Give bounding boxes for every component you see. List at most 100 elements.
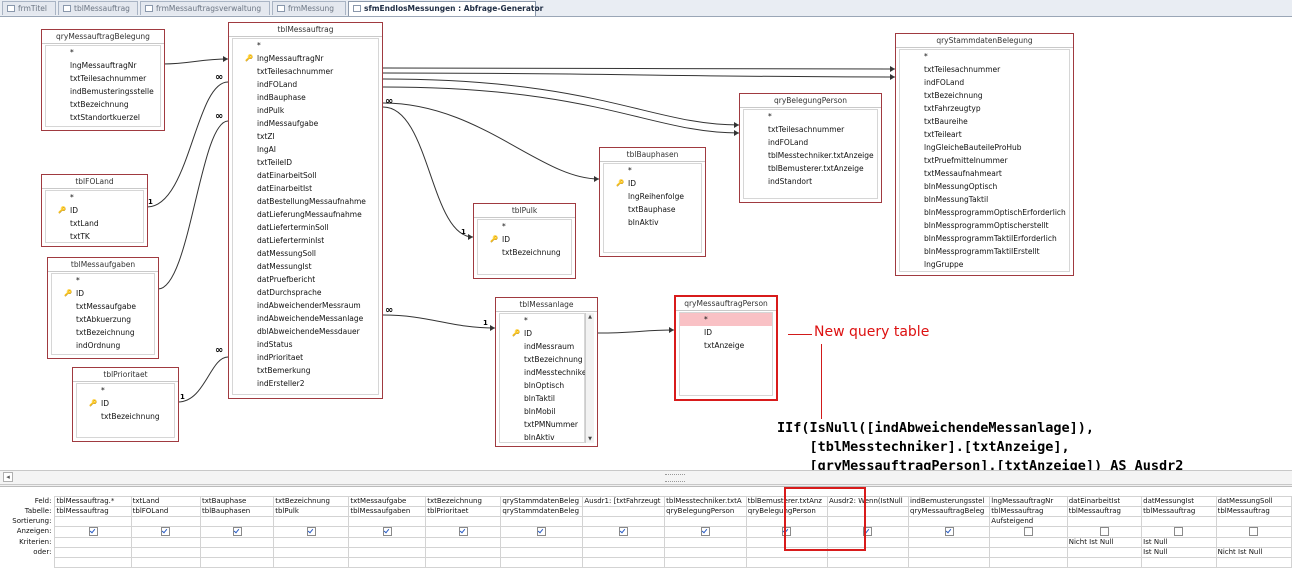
field-item[interactable]: txtPruefmittelnummer <box>924 156 1008 165</box>
tab-frmTitel[interactable]: frmTitel <box>2 1 56 15</box>
show-checkbox[interactable] <box>1249 527 1259 536</box>
field-item[interactable]: datPruefbericht <box>257 275 316 284</box>
grid-cell-tabelle[interactable]: tblMessauftrag <box>1141 506 1217 517</box>
show-checkbox[interactable] <box>306 527 316 536</box>
grid-cell-tabelle[interactable]: tblPrioritaet <box>425 506 502 517</box>
field-item[interactable]: blnMobil <box>524 407 556 416</box>
grid-cell-empty[interactable] <box>1215 556 1292 568</box>
grid-cell-tabelle[interactable]: qryBelegungPerson <box>745 506 828 517</box>
grid-cell-oder[interactable] <box>500 546 584 558</box>
field-item[interactable]: txtBezeichnung <box>524 355 583 364</box>
grid-cell-oder[interactable] <box>664 546 747 558</box>
field-list[interactable]: * ID txtBezeichnung <box>76 383 175 438</box>
grid-cell-empty[interactable] <box>1066 556 1143 568</box>
scroll-down-icon[interactable]: ▼ <box>588 436 592 442</box>
grid-cell-sort[interactable] <box>908 516 991 527</box>
field-list-scrollbar[interactable]: ▲ ▼ <box>585 313 594 443</box>
field-item[interactable]: txtTeilesachnummer <box>768 125 845 134</box>
primary-key-field[interactable]: ID <box>500 327 584 340</box>
field-item[interactable]: indStandort <box>768 177 813 186</box>
grid-cell-feld[interactable]: tblBemusterer.txtAnz <box>745 496 828 507</box>
grid-cell-sort[interactable] <box>54 516 132 527</box>
grid-cell-oder[interactable] <box>745 546 828 558</box>
field-item[interactable]: txtBezeichnung <box>502 248 561 257</box>
primary-key-field[interactable]: ID <box>46 204 143 217</box>
grid-cell-krit[interactable] <box>54 536 132 548</box>
field-item[interactable]: indStatus <box>257 340 293 349</box>
field-item[interactable]: blnMessprogrammTaktilErstellt <box>924 247 1040 256</box>
grid-cell-krit[interactable]: Ist Null <box>1141 536 1217 548</box>
field-item[interactable]: datMessungIst <box>257 262 312 271</box>
field-item[interactable]: indOrdnung <box>76 341 121 350</box>
grid-cell-tabelle[interactable] <box>826 506 910 517</box>
field-item[interactable]: txtBezeichnung <box>924 91 983 100</box>
field-item[interactable]: datEinarbeitIst <box>257 184 313 193</box>
grid-cell-krit[interactable] <box>425 536 502 548</box>
show-checkbox[interactable] <box>944 527 954 536</box>
grid-cell-sort[interactable] <box>1215 516 1292 527</box>
field-item[interactable]: txtBezeichnung <box>70 100 129 109</box>
grid-cell-empty[interactable] <box>664 556 747 568</box>
grid-cell-empty[interactable] <box>199 556 275 568</box>
grid-cell-sort[interactable] <box>1066 516 1143 527</box>
join-line[interactable] <box>382 67 896 70</box>
grid-cell-feld[interactable]: txtLand <box>130 496 202 507</box>
field-item[interactable]: txtMessaufnahmeart <box>924 169 1002 178</box>
grid-cell-show[interactable] <box>348 526 427 538</box>
grid-cell-feld[interactable]: qryStammdatenBeleg <box>500 496 584 507</box>
join-line[interactable] <box>597 329 675 334</box>
field-item[interactable]: indFOLand <box>768 138 809 147</box>
grid-cell-show[interactable] <box>582 526 666 538</box>
grid-cell-krit[interactable] <box>664 536 747 548</box>
field-item[interactable]: indAbweichenderMessraum <box>257 301 361 310</box>
grid-cell-sort[interactable] <box>273 516 350 527</box>
grid-cell-oder[interactable] <box>130 546 202 558</box>
splitter-grip[interactable] <box>665 474 685 482</box>
table-title[interactable]: tblPrioritaet <box>73 368 178 382</box>
join-line[interactable] <box>162 58 229 65</box>
field-item[interactable]: indMesstechnike <box>524 368 587 377</box>
grid-cell-tabelle[interactable]: tblMessauftrag <box>989 506 1068 517</box>
join-line[interactable] <box>382 106 474 238</box>
grid-cell-empty[interactable] <box>425 556 502 568</box>
grid-cell-empty[interactable] <box>582 556 666 568</box>
primary-key-field[interactable]: ID <box>478 233 571 246</box>
grid-cell-sort[interactable] <box>348 516 427 527</box>
grid-cell-krit[interactable] <box>199 536 275 548</box>
tab-frmMessung[interactable]: frmMessung <box>272 1 346 15</box>
table-title[interactable]: qryMessauftragPerson <box>676 297 776 311</box>
primary-key-field[interactable]: ID <box>52 287 154 300</box>
grid-cell-empty[interactable] <box>908 556 991 568</box>
field-item[interactable]: txtTeilesachnummer <box>257 67 334 76</box>
grid-cell-empty[interactable] <box>826 556 910 568</box>
primary-key-field[interactable]: ID <box>604 177 701 190</box>
field-list[interactable]: *lngMessauftragNrtxtTeilesachnummerindFO… <box>232 38 379 395</box>
grid-cell-oder[interactable] <box>425 546 502 558</box>
table-title[interactable]: tblMessanlage <box>496 298 597 312</box>
field-all[interactable]: * <box>257 41 261 50</box>
grid-cell-show[interactable] <box>199 526 275 538</box>
grid-cell-empty[interactable] <box>273 556 350 568</box>
grid-cell-krit[interactable] <box>348 536 427 548</box>
show-checkbox[interactable] <box>382 527 392 536</box>
grid-cell-feld[interactable]: tblMessauftrag.* <box>54 496 132 507</box>
join-line[interactable] <box>382 72 896 78</box>
field-item[interactable]: datBestellungMessaufnahme <box>257 197 366 206</box>
table-title[interactable]: qryBelegungPerson <box>740 94 881 108</box>
field-item[interactable]: blnOptisch <box>524 381 565 390</box>
field-item[interactable]: indErsteller2 <box>257 379 305 388</box>
field-item[interactable]: txtTeileart <box>924 130 962 139</box>
primary-key-field[interactable]: lngMessauftragNr <box>233 52 378 65</box>
table-tblPulk[interactable]: tblPulk * ID txtBezeichnung <box>473 203 576 279</box>
field-item[interactable]: txtTeilesachnummer <box>924 65 1001 74</box>
table-qryBelegungPerson[interactable]: qryBelegungPerson * txtTeilesachnummer i… <box>739 93 882 203</box>
field-all[interactable]: * <box>524 316 528 325</box>
grid-cell-show[interactable] <box>1215 526 1292 538</box>
grid-cell-show[interactable] <box>273 526 350 538</box>
field-list[interactable]: * lngMessauftragNr txtTeilesachnummer in… <box>45 45 161 127</box>
grid-cell-show[interactable] <box>1066 526 1143 538</box>
grid-cell-feld[interactable]: datEinarbeitIst <box>1066 496 1143 507</box>
grid-cell-show[interactable] <box>425 526 502 538</box>
show-checkbox[interactable] <box>232 527 242 536</box>
